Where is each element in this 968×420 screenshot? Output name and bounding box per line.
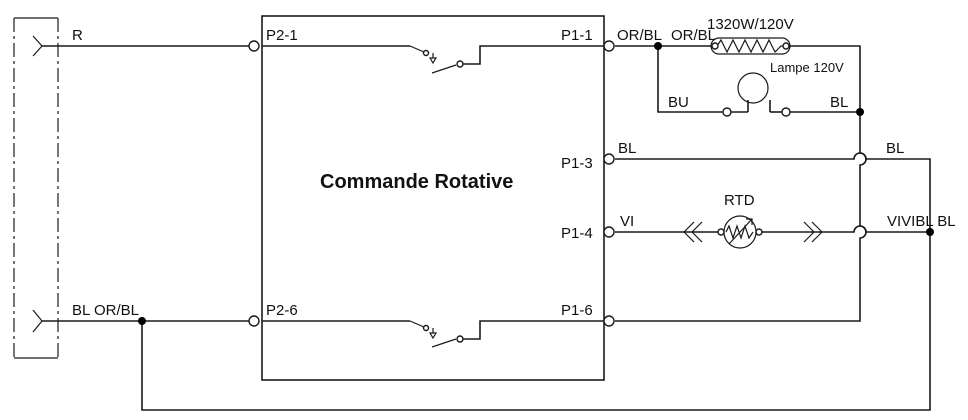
lamp-rating-label: Lampe 120V bbox=[770, 60, 844, 75]
wire-label-vi: VI bbox=[620, 213, 634, 230]
wire-label-r: R bbox=[72, 27, 83, 44]
internal-switch-top bbox=[262, 45, 604, 74]
junction-dot bbox=[654, 42, 662, 50]
terminal-label-p2-1: P2-1 bbox=[266, 27, 298, 44]
resistor-coil-icon bbox=[716, 38, 785, 54]
connector-pin-bottom-icon bbox=[32, 309, 43, 333]
connector-pin-top-icon bbox=[32, 35, 43, 57]
terminal-label-p1-1: P1-1 bbox=[561, 27, 593, 44]
wire-label-or-bl-2: OR/BL bbox=[671, 27, 716, 44]
wire-label-bl-p1-3: BL bbox=[618, 140, 636, 157]
wire-return-loop bbox=[141, 232, 931, 411]
rtd-label: RTD bbox=[724, 192, 755, 209]
wire-p1-3 bbox=[615, 152, 931, 232]
wire-label-bu: BU bbox=[668, 94, 689, 111]
wire-label-bl-lamp: BL bbox=[830, 94, 848, 111]
terminal-label-p1-6: P1-6 bbox=[561, 302, 593, 319]
rtd-connector-right-icon bbox=[803, 221, 823, 243]
rtd-variable-arrow-icon bbox=[728, 218, 753, 245]
switch-actuator-icon bbox=[428, 328, 438, 340]
internal-switch-bottom bbox=[262, 320, 604, 348]
terminal-p1-1 bbox=[603, 40, 615, 52]
lamp bbox=[722, 72, 791, 117]
terminal-label-p1-3: P1-3 bbox=[561, 155, 593, 172]
wire-element-right bbox=[790, 45, 861, 112]
left-connector bbox=[13, 17, 59, 359]
diagram-title: Commande Rotative bbox=[320, 171, 513, 193]
switch-actuator-icon bbox=[428, 53, 438, 65]
wire-label-vivibl-bl: VIVIBL BL bbox=[887, 213, 956, 230]
rtd-sensor bbox=[683, 215, 823, 249]
terminal-p2-1 bbox=[248, 40, 260, 52]
terminal-label-p2-6: P2-6 bbox=[266, 302, 298, 319]
junction-dot bbox=[856, 108, 864, 116]
terminal-label-p1-4: P1-4 bbox=[561, 225, 593, 242]
rotary-control-box bbox=[261, 15, 605, 381]
terminals bbox=[248, 40, 615, 327]
wires bbox=[42, 45, 931, 411]
junction-dot bbox=[138, 317, 146, 325]
element-rating-label: 1320W/120V bbox=[707, 16, 794, 33]
terminal-p2-6 bbox=[248, 315, 260, 327]
lamp-bulb-icon bbox=[737, 72, 769, 104]
wire-bu bbox=[657, 46, 723, 113]
terminal-p1-6 bbox=[603, 315, 615, 327]
rtd-coil-icon bbox=[725, 224, 754, 240]
wire-label-bl-right: BL bbox=[886, 140, 904, 157]
terminal-p1-3 bbox=[603, 153, 615, 165]
wire-label-or-bl-1: OR/BL bbox=[617, 27, 662, 44]
wire-vi-right bbox=[762, 225, 930, 233]
terminal-p1-4 bbox=[603, 226, 615, 238]
wire-label-bl-or-bl: BL OR/BL bbox=[72, 302, 139, 319]
heating-element bbox=[710, 37, 791, 55]
rtd-connector-left-icon bbox=[683, 221, 703, 243]
junctions bbox=[138, 42, 934, 325]
junction-dot bbox=[926, 228, 934, 236]
